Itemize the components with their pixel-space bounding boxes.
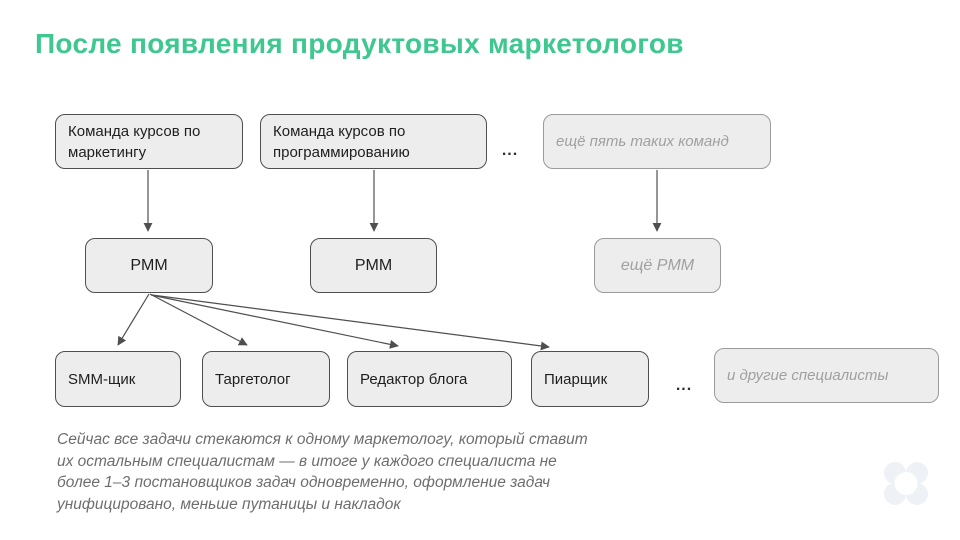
box-pmm-2-label: PMM [354, 257, 393, 274]
box-team-marketing: Команда курсов по маркетингу [55, 114, 243, 169]
ellipsis-bottom: ... [675, 377, 693, 394]
note-line-3: более 1–3 постановщиков задач одновремен… [57, 474, 550, 491]
box-smm-label: SMM-щик [68, 370, 136, 388]
ellipsis-top: ... [501, 142, 519, 159]
box-team-marketing-label: Команда курсов по маркетингу [68, 122, 201, 161]
box-team-programming: Команда курсов по программированию [260, 114, 487, 169]
box-more-teams-label: ещё пять таких команд [556, 133, 729, 150]
box-more-pmm-label: ещё PMM [620, 257, 695, 274]
box-more-teams: ещё пять таких команд [543, 114, 771, 169]
note-line-4: унифицировано, меньше путаницы и накладо… [57, 495, 401, 513]
box-smm: SMM-щик [55, 351, 181, 407]
note-text: Сейчас все задачи стекаются к одному мар… [57, 429, 617, 515]
box-team-programming-label: Команда курсов по программированию [273, 122, 410, 161]
box-pr-label: Пиарщик [544, 370, 608, 388]
box-targetologist: Таргетолог [202, 351, 330, 407]
box-blog-editor: Редактор блога [347, 351, 512, 407]
box-pmm-1-label: PMM [130, 257, 168, 274]
box-other-specialists: и другие специалисты [714, 348, 939, 403]
box-blog-editor-label: Редактор блога [360, 370, 468, 388]
box-pmm-1: PMM [85, 238, 213, 293]
four-circles-logo [884, 462, 928, 505]
box-other-specialists-label: и другие специалисты [727, 367, 889, 384]
box-targetologist-label: Таргетолог [215, 370, 291, 388]
box-pr: Пиарщик [531, 351, 649, 407]
note-line-1: Сейчас все задачи стекаются к одному мар… [57, 431, 588, 448]
note-line-2: их остальным специалистам — в итоге у ка… [57, 452, 557, 470]
box-pmm-2: PMM [310, 238, 437, 293]
page-title: После появления продуктовых маркетологов [35, 28, 684, 59]
box-more-pmm: ещё PMM [594, 238, 721, 293]
